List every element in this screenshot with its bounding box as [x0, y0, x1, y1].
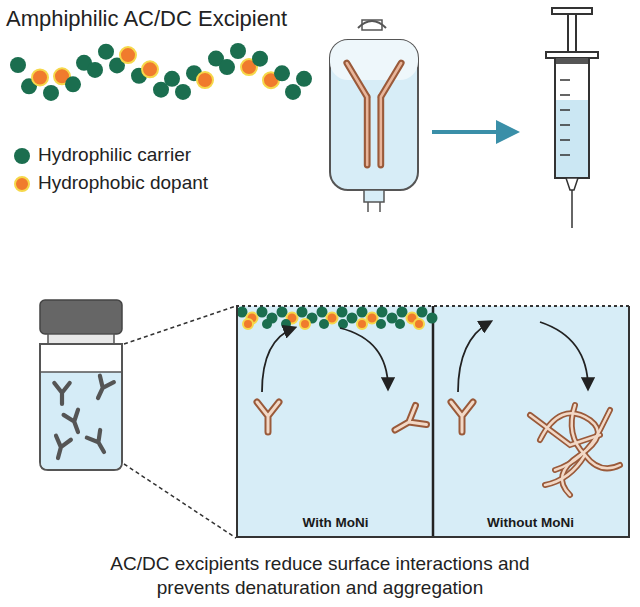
iv-bag	[330, 20, 418, 212]
aggregate	[530, 405, 620, 495]
panel-ground	[236, 306, 630, 538]
legend-swatch	[14, 148, 30, 164]
panel-box: Without MoNi	[433, 306, 630, 538]
legend-text: Hydrophilic carrier	[38, 144, 191, 166]
panel-label: Without MoNi	[433, 515, 628, 530]
flow-arrow	[262, 328, 294, 392]
flow-arrow	[340, 328, 388, 388]
process-arrow	[432, 130, 512, 134]
flow-arrow	[540, 322, 588, 388]
polymer-chain	[10, 43, 312, 101]
diagram-title: Amphiphilic AC/DC Excipient	[6, 6, 287, 32]
panel-box: With MoNi	[236, 306, 433, 538]
legend-text: Hydrophobic dopant	[38, 172, 208, 194]
surface-excipient	[237, 307, 438, 330]
vial	[40, 300, 122, 470]
flow-arrow	[458, 322, 490, 392]
panel-label: With MoNi	[238, 515, 433, 530]
legend-swatch	[14, 176, 30, 192]
zoom-leader	[124, 306, 236, 538]
caption: AC/DC excipients reduce surface interact…	[95, 552, 545, 600]
syringe	[546, 8, 598, 228]
